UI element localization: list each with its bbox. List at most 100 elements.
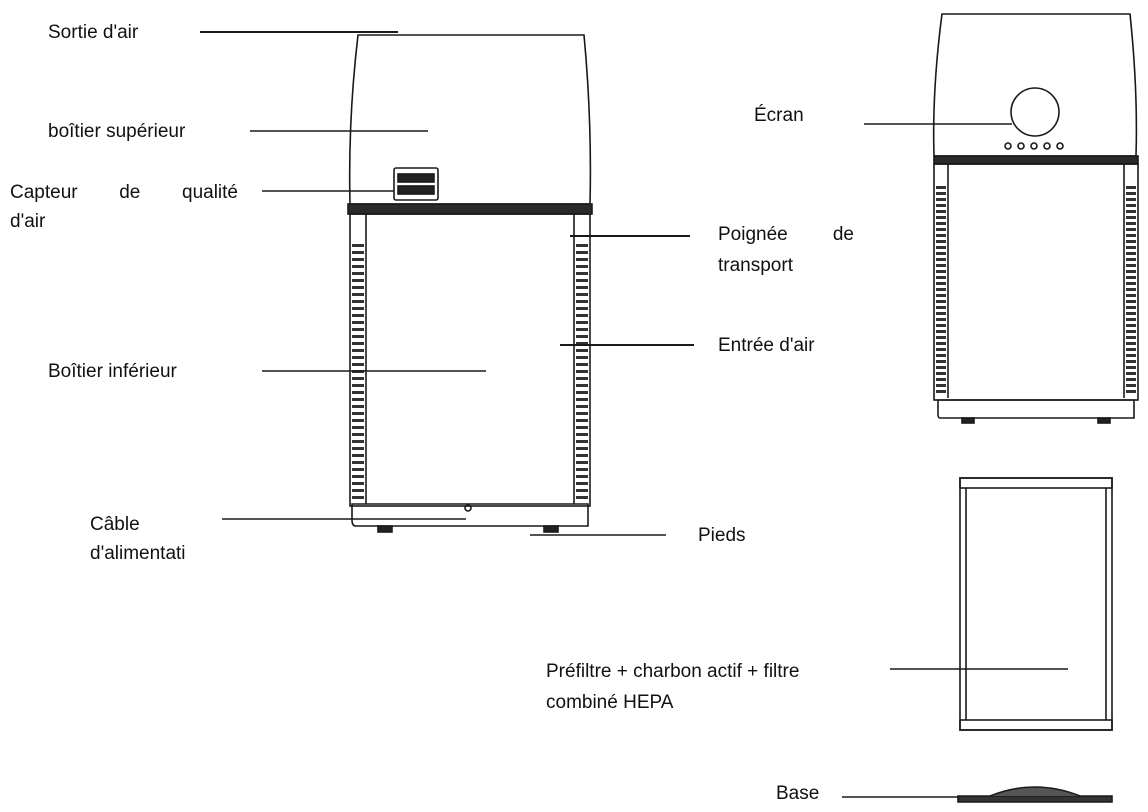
vent-slat [576, 412, 588, 415]
vent-slat [576, 258, 588, 261]
vent-slat [576, 496, 588, 499]
main-purifier-drawing [347, 34, 593, 533]
vent-slat [576, 419, 588, 422]
vent-slat [936, 372, 946, 375]
vent-slat [576, 398, 588, 401]
label-air-quality-sensor-line2: d'air [10, 211, 46, 232]
vent-slat [352, 258, 364, 261]
vent-slat [576, 489, 588, 492]
vent-slat [936, 216, 946, 219]
vent-slat [576, 384, 588, 387]
vent-slat [352, 405, 364, 408]
vent-slat [936, 210, 946, 213]
vent-slat [936, 366, 946, 369]
air-quality-sensor-shape [393, 167, 439, 201]
label-air-inlet: Entrée d'air [718, 335, 815, 356]
vent-slat [936, 204, 946, 207]
vent-slat [352, 447, 364, 450]
vent-slat [576, 454, 588, 457]
vent-slat [936, 288, 946, 291]
vent-slat [576, 433, 588, 436]
vent-slat [1126, 198, 1136, 201]
vent-slat [1126, 234, 1136, 237]
vent-slat [1126, 258, 1136, 261]
upper-housing-shape [348, 34, 592, 205]
vent-slat [576, 482, 588, 485]
vent-slat [1126, 264, 1136, 267]
vent-slat [352, 314, 364, 317]
vent-slat [352, 328, 364, 331]
vent-slat [1126, 348, 1136, 351]
vent-slat [576, 349, 588, 352]
leader-lines [200, 31, 1068, 798]
vent-slat [576, 426, 588, 429]
vent-slat [352, 251, 364, 254]
vent-slat [936, 330, 946, 333]
vent-slat [936, 234, 946, 237]
label-screen: Écran [754, 105, 804, 126]
vent-slat [1126, 282, 1136, 285]
vent-slat [576, 293, 588, 296]
vent-slat [936, 390, 946, 393]
vent-slat [936, 294, 946, 297]
vent-slat [1126, 312, 1136, 315]
vent-slat [576, 447, 588, 450]
vent-slat [576, 244, 588, 247]
vent-slat [352, 482, 364, 485]
vent-slat [352, 244, 364, 247]
vent-slat [936, 186, 946, 189]
vent-slat [576, 265, 588, 268]
vent-slat [1126, 330, 1136, 333]
vent-slat [576, 468, 588, 471]
vent-slat [1126, 192, 1136, 195]
vent-slat [352, 384, 364, 387]
label-filter-line1: Préfiltre + charbon actif + filtre [546, 661, 800, 682]
vent-slat [1126, 204, 1136, 207]
vent-slat [936, 348, 946, 351]
vent-slat [576, 321, 588, 324]
vent-slat [936, 282, 946, 285]
vent-slat [1126, 240, 1136, 243]
vent-slat [576, 307, 588, 310]
side-purifier-drawing [932, 13, 1139, 424]
vent-slat [352, 363, 364, 366]
side-vents-left [352, 244, 364, 499]
label-feet: Pieds [698, 525, 746, 546]
label-carry-handle: Poignée de [718, 223, 854, 247]
vent-slat [1126, 222, 1136, 225]
vent-slat [936, 276, 946, 279]
vent-slat [352, 391, 364, 394]
vent-slat [936, 300, 946, 303]
vent-slat [576, 363, 588, 366]
vent-slat [1126, 342, 1136, 345]
vent-slat [936, 246, 946, 249]
vent-slat [1126, 270, 1136, 273]
label-filter-line2: combiné HEPA [546, 692, 674, 713]
vent-slat [1126, 276, 1136, 279]
vent-slat [936, 306, 946, 309]
vent-slat [1126, 360, 1136, 363]
vent-slat [936, 342, 946, 345]
lower-housing-shape [349, 213, 591, 507]
vent-slat [1126, 246, 1136, 249]
vent-slat [1126, 306, 1136, 309]
vent-slat [936, 222, 946, 225]
vent-slat [352, 349, 364, 352]
vent-slat [1126, 318, 1136, 321]
vent-slat [352, 342, 364, 345]
vent-slat [576, 279, 588, 282]
vent-slat [352, 356, 364, 359]
button-dot [1056, 142, 1064, 150]
label-power-cable-line1: Câble [90, 514, 140, 535]
vent-slat [936, 312, 946, 315]
vent-slat [576, 440, 588, 443]
label-air-quality-sensor-line1: Capteur de qualité [10, 182, 238, 203]
side-vents-right [576, 244, 588, 499]
vent-slat [576, 391, 588, 394]
vent-slat [576, 342, 588, 345]
button-dot [1030, 142, 1038, 150]
vent-slat [1126, 384, 1136, 387]
vent-slat [1126, 336, 1136, 339]
vent-slat [936, 378, 946, 381]
